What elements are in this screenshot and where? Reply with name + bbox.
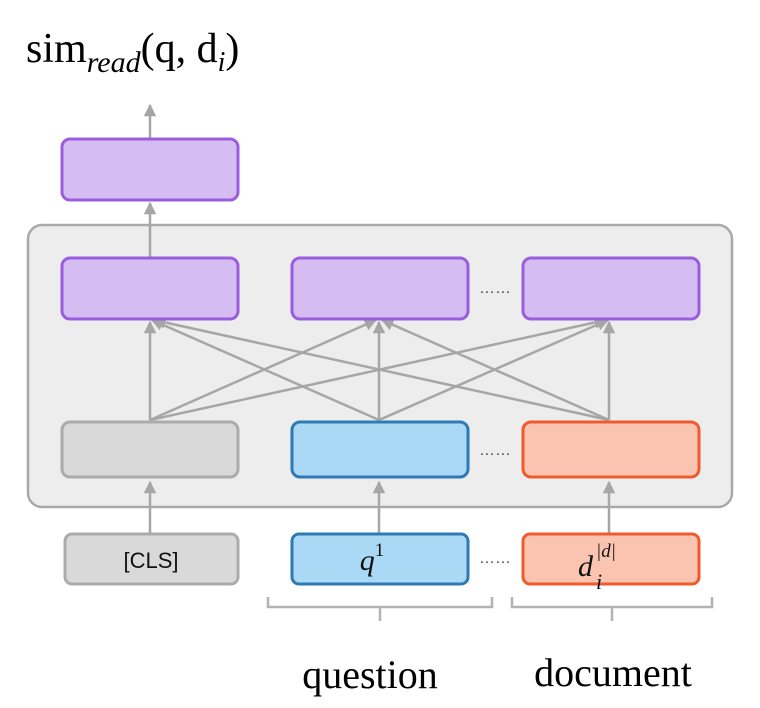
title: simread(q, di) <box>26 26 239 79</box>
connection-d-cls <box>152 316 610 422</box>
document-label: document <box>534 650 692 695</box>
title-args-sub: i <box>218 47 226 78</box>
title-close: ) <box>225 26 239 72</box>
document-brace <box>510 597 714 621</box>
document-token-base: d <box>578 550 594 583</box>
question-token-base: q <box>360 544 375 577</box>
document-token-sub: i <box>596 569 602 594</box>
title-base: sim <box>26 26 87 72</box>
title-subscript: read <box>87 46 142 79</box>
token-ellipsis: …… <box>479 550 511 567</box>
document-output-box <box>521 256 701 321</box>
title-args: (q, d <box>141 26 218 72</box>
document-embedding-box <box>521 420 701 479</box>
connection-d-q <box>380 318 610 422</box>
bottom-row-ellipsis: …… <box>479 442 511 459</box>
document-token-sup: |d| <box>596 541 616 562</box>
question-token-label: q1 <box>360 540 385 577</box>
question-embedding-box <box>290 420 470 479</box>
document-token-label: d |d| i <box>578 541 616 594</box>
cls-token-box <box>63 532 240 586</box>
question-token-sup: 1 <box>375 540 385 561</box>
question-output-box <box>290 256 470 321</box>
output-box <box>60 137 240 202</box>
attention-connections <box>143 316 616 422</box>
document-token-box <box>521 532 701 586</box>
question-label: question <box>302 652 438 697</box>
connection-q-cls <box>150 318 380 422</box>
question-brace <box>266 597 494 621</box>
flow-arrows <box>143 103 616 533</box>
cls-output-box <box>60 256 240 321</box>
cls-embedding-box <box>60 420 240 479</box>
cls-token-label: [CLS] <box>123 548 178 573</box>
top-row-ellipsis: …… <box>479 280 511 297</box>
question-token-box <box>290 532 470 586</box>
